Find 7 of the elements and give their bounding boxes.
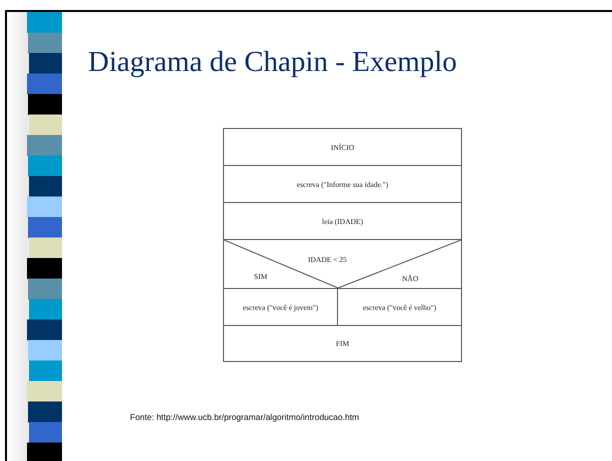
slide-title: Diagrama de Chapin - Exemplo: [88, 46, 457, 79]
end-block: [223, 325, 462, 362]
start-block: [223, 128, 462, 166]
instruction-block: [223, 202, 462, 240]
instruction-block: [223, 165, 462, 203]
decision-block: [223, 239, 462, 289]
source-note: Fonte: http://www.ucb.br/programar/algoritmo/introducao.htm: [130, 412, 360, 422]
